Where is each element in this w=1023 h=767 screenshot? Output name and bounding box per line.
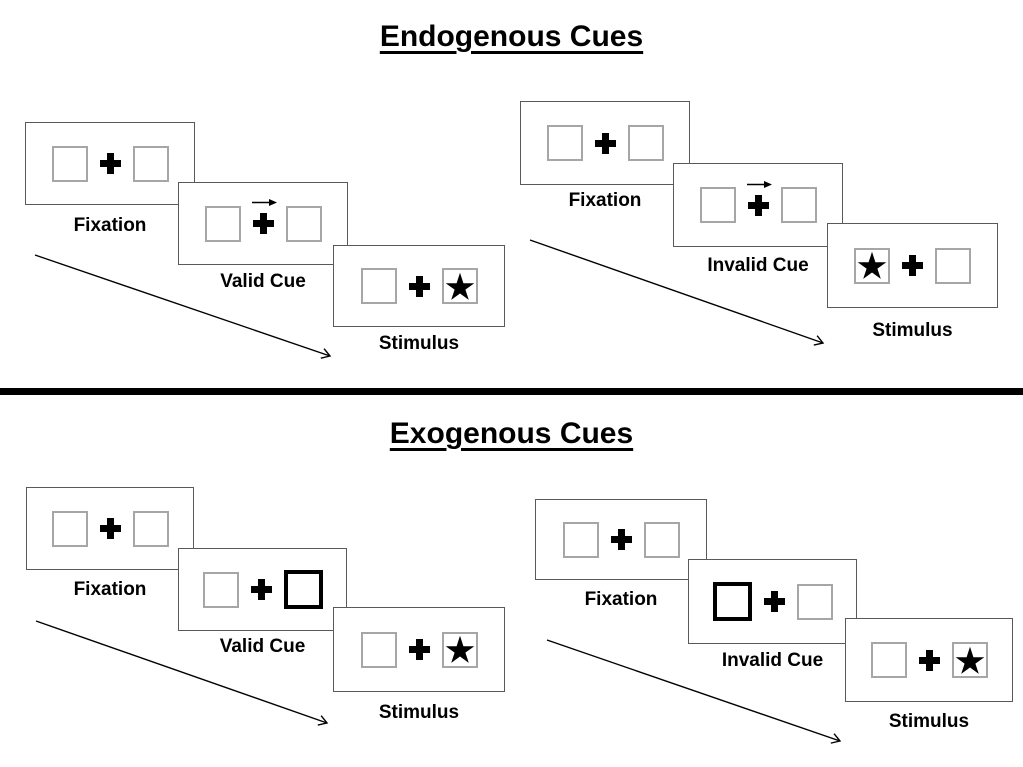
left-box: [202, 571, 239, 608]
left-box: [360, 268, 397, 304]
right-box: [796, 583, 833, 620]
step-label: Invalid Cue: [721, 650, 824, 671]
left-box: [870, 642, 907, 678]
right-box: [285, 205, 322, 242]
left-box: [562, 521, 599, 558]
fixation-cross-icon: [902, 255, 923, 276]
fixation-card: [26, 487, 194, 570]
left-box: [546, 125, 583, 161]
right-box: [132, 510, 169, 547]
star-icon: [857, 251, 887, 279]
stimulus-card: [845, 618, 1013, 702]
stimulus-card: [827, 223, 998, 308]
right-box: [951, 642, 988, 678]
fixation-card: [25, 122, 195, 205]
fixation-cross-icon: [99, 153, 121, 174]
step-label: Stimulus: [378, 702, 460, 723]
step-label: Fixation: [584, 589, 658, 610]
star-icon: [445, 272, 474, 300]
timeline-arrow: [546, 639, 842, 744]
cue-card: [673, 163, 843, 247]
timeline-arrow: [34, 254, 332, 359]
fixation-cross-icon: [250, 579, 272, 600]
cue-arrow-right-icon: [251, 199, 277, 206]
right-box: [132, 145, 169, 182]
right-box: [627, 125, 664, 161]
cue-highlighted-box: [712, 582, 752, 621]
timeline-arrow: [529, 239, 825, 346]
fixation-cross-icon: [408, 639, 430, 660]
endogenous-title: Endogenous Cues: [379, 20, 644, 53]
exogenous-title: Exogenous Cues: [389, 417, 634, 450]
right-box: [441, 631, 478, 668]
fixation-cross-icon: [763, 591, 785, 612]
fixation-cross-icon: [408, 275, 430, 297]
step-label: Fixation: [73, 579, 147, 600]
star-icon: [445, 635, 474, 663]
fixation-cross-icon: [99, 518, 121, 539]
fixation-cross-icon: [918, 649, 940, 671]
right-box: [441, 268, 478, 304]
section-divider: [0, 388, 1023, 395]
step-label: Valid Cue: [220, 271, 306, 292]
timeline-arrow: [35, 620, 329, 726]
step-label: Fixation: [73, 215, 147, 236]
left-box: [854, 247, 890, 284]
fixation-cross-icon: [610, 529, 632, 550]
fixation-card: [535, 499, 707, 580]
step-label: Invalid Cue: [707, 255, 809, 276]
cue-highlighted-box: [283, 570, 323, 609]
fixation-cross-icon: [594, 132, 616, 154]
step-label: Stimulus: [888, 711, 970, 732]
step-label: Stimulus: [872, 320, 953, 341]
fixation-cross-icon: [746, 180, 772, 216]
star-icon: [955, 646, 984, 674]
cue-arrow-right-icon: [746, 180, 772, 188]
stimulus-card: [333, 245, 505, 327]
stimulus-card: [333, 607, 505, 692]
cue-card: [178, 548, 347, 631]
cue-card: [688, 559, 857, 644]
fixation-cross-icon: [251, 199, 277, 234]
cue-card: [178, 182, 348, 265]
left-box: [360, 631, 397, 668]
right-box: [780, 187, 817, 223]
right-box: [643, 521, 680, 558]
right-box: [935, 247, 971, 284]
left-box: [699, 187, 736, 223]
fixation-card: [520, 101, 690, 185]
left-box: [204, 205, 241, 242]
left-box: [51, 510, 88, 547]
step-label: Stimulus: [378, 333, 460, 354]
step-label: Fixation: [568, 190, 642, 211]
left-box: [51, 145, 88, 182]
step-label: Valid Cue: [219, 636, 306, 657]
